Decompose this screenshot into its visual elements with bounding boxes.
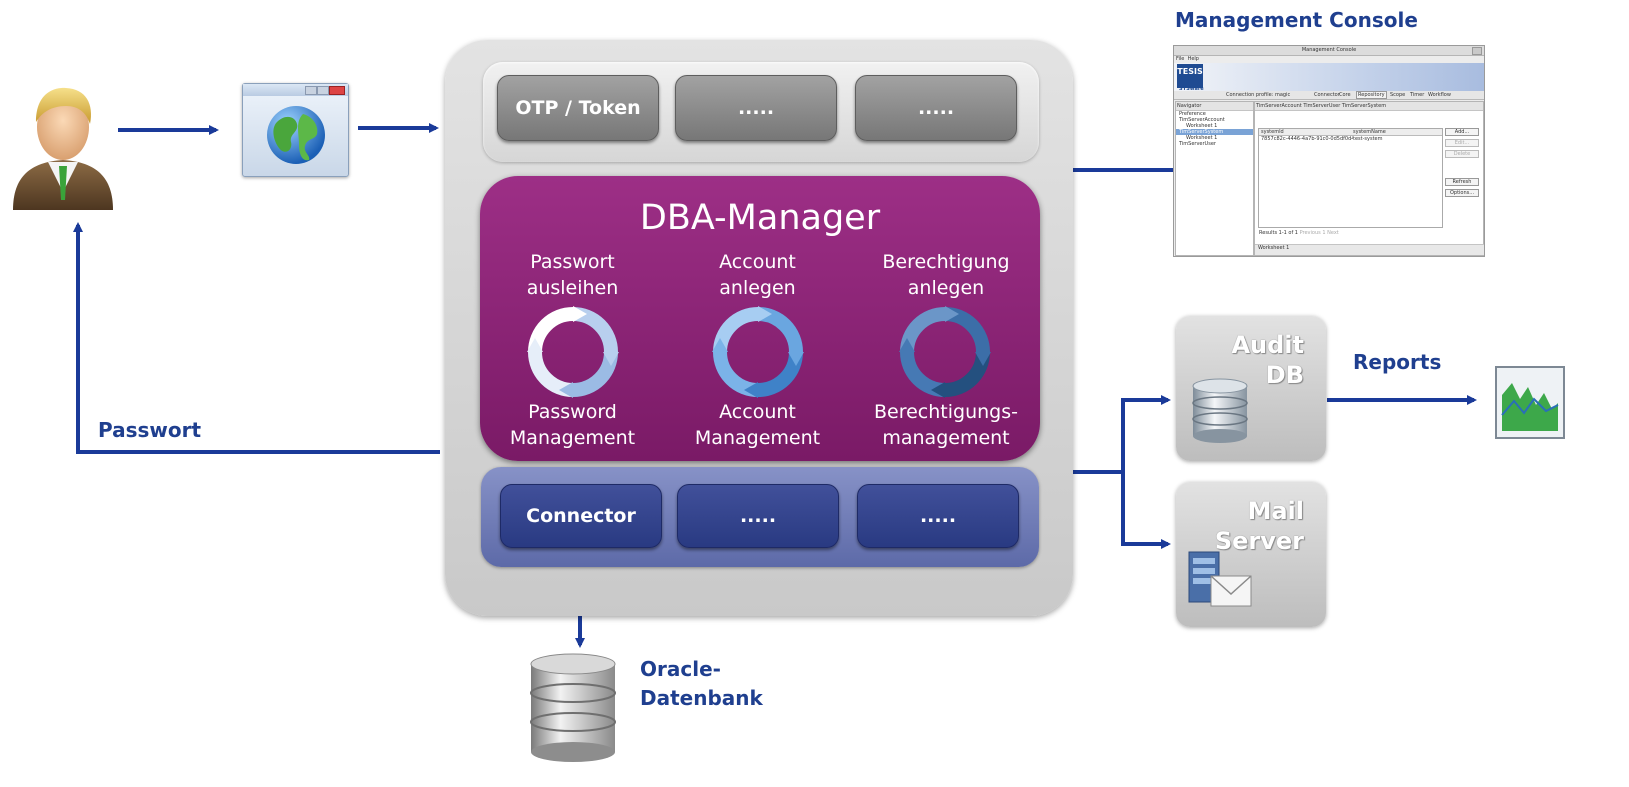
- menu-help[interactable]: Help: [1187, 56, 1199, 62]
- tree-item[interactable]: Preference: [1179, 111, 1206, 117]
- feature-bottom-line1: Password: [528, 401, 617, 423]
- reports-label: Reports: [1353, 350, 1442, 374]
- results-count: Results 1-1 of 1: [1259, 230, 1298, 236]
- refresh-button[interactable]: Refresh: [1445, 178, 1479, 186]
- menu-file[interactable]: File: [1176, 56, 1185, 62]
- table-cell: 7857c82c-4446-4a7b-91c0-0d5df0d42d: [1261, 136, 1353, 142]
- feature-top-line1: Berechtigung: [882, 251, 1010, 273]
- column-header[interactable]: systemId: [1261, 129, 1284, 135]
- feature-bottom-line2: Management: [509, 427, 636, 449]
- oracle-label: Oracle- Datenbank: [640, 655, 763, 713]
- user-icon: [13, 87, 113, 210]
- bottom-tab-bar: Worksheet 1: [1255, 244, 1484, 255]
- brand-name: TESIS: [1177, 67, 1203, 76]
- console-menu: File Help: [1176, 56, 1199, 62]
- tree-item[interactable]: Worksheet 1: [1186, 135, 1218, 141]
- tree-item[interactable]: Worksheet 1: [1186, 123, 1218, 129]
- auth-placeholder-box[interactable]: .....: [675, 75, 837, 141]
- profile-label: Connection profile: magic: [1226, 92, 1291, 98]
- connector-box[interactable]: Connector: [500, 484, 662, 548]
- auth-placeholder-box-2[interactable]: .....: [855, 75, 1017, 141]
- tesis-logo: TESIS: [1177, 64, 1203, 88]
- tree-item-selected[interactable]: TimServerSystem: [1176, 129, 1253, 135]
- feature-bottom-label: Berechtigungs- management: [860, 399, 1032, 451]
- cycle-icon: [527, 306, 619, 398]
- management-console-label: Management Console: [1175, 8, 1418, 32]
- feature-bottom-label: Account Management: [675, 399, 840, 451]
- dba-manager-title: DBA-Manager: [639, 198, 881, 238]
- feature-bottom-line1: Berechtigungs-: [874, 401, 1018, 423]
- tab-system[interactable]: TimServerSystem: [1341, 103, 1387, 109]
- editor-panel: TimServerAccount TimServerUser TimServer…: [1254, 101, 1484, 256]
- tab-user[interactable]: TimServerUser: [1303, 103, 1341, 109]
- mail-server-line1: Mail: [1247, 497, 1304, 525]
- close-icon[interactable]: [1472, 47, 1482, 55]
- column-header[interactable]: systemName: [1353, 129, 1386, 135]
- delete-button[interactable]: Delete: [1445, 150, 1479, 158]
- audit-db-line1: Audit: [1231, 331, 1304, 359]
- add-button[interactable]: Add...: [1445, 128, 1479, 136]
- toolbar-repository[interactable]: Repository: [1356, 91, 1387, 99]
- tab-account[interactable]: TimServerAccount: [1256, 103, 1302, 109]
- mail-server-line2: Server: [1214, 527, 1304, 555]
- toolbar-connector[interactable]: Connector: [1314, 92, 1340, 98]
- editor-tabs: TimServerAccount TimServerUser TimServer…: [1255, 102, 1483, 111]
- connector-placeholder-box[interactable]: .....: [677, 484, 839, 548]
- toolbar-workflow[interactable]: Workflow: [1428, 92, 1451, 98]
- feature-top-label: Account anlegen: [675, 249, 840, 301]
- cycle-icon: [712, 306, 804, 398]
- feature-bottom-line2: management: [882, 427, 1010, 449]
- feature-top-label: Passwort ausleihen: [490, 249, 655, 301]
- options-button[interactable]: Options...: [1445, 189, 1479, 197]
- arrow-to-audit: [1121, 395, 1171, 472]
- passwort-label: Passwort: [98, 418, 202, 442]
- feature-top-line2: anlegen: [719, 277, 796, 299]
- chart-report-icon: [1495, 366, 1565, 439]
- connector-placeholder-box-2[interactable]: .....: [857, 484, 1019, 548]
- toolbar-timer[interactable]: Timer: [1410, 92, 1425, 98]
- console-banner: [1174, 63, 1484, 91]
- feature-top-line2: ausleihen: [526, 277, 619, 299]
- toolbar-core[interactable]: Core: [1339, 92, 1351, 98]
- arrow-passwort-return: [73, 222, 440, 454]
- navigator-panel: Navigator Preference TimServerAccount Wo…: [1175, 101, 1254, 256]
- feature-top-line1: Passwort: [530, 251, 615, 273]
- feature-top-line1: Account: [719, 251, 796, 273]
- console-titlebar: Management Console: [1174, 46, 1484, 56]
- worksheet-tab[interactable]: Worksheet 1: [1258, 245, 1290, 251]
- oracle-label-line1: Oracle-: [640, 657, 721, 681]
- cycle-icon: [899, 306, 991, 398]
- edit-button[interactable]: Edit...: [1445, 139, 1479, 147]
- otp-token-box[interactable]: OTP / Token: [497, 75, 659, 141]
- console-toolbar: Connection profile: magic Connector Core…: [1174, 91, 1484, 100]
- tree-item[interactable]: TimServerUser: [1179, 141, 1216, 147]
- browser-icon: [242, 83, 349, 177]
- audit-db-line2: DB: [1265, 361, 1304, 389]
- tree-item[interactable]: TimServerAccount: [1179, 117, 1225, 123]
- feature-bottom-line1: Account: [719, 401, 796, 423]
- arrow-to-mail: [1121, 472, 1171, 549]
- table-cell: test-system: [1353, 136, 1383, 142]
- results-table: systemId systemName 7857c82c-4446-4a7b-9…: [1258, 128, 1443, 228]
- oracle-label-line2: Datenbank: [640, 686, 763, 710]
- database-icon: [1192, 378, 1248, 443]
- database-icon: [530, 653, 616, 762]
- audit-db-label: Audit DB: [1176, 330, 1304, 390]
- feature-bottom-line2: Management: [694, 427, 821, 449]
- results-footer: Results 1-1 of 1 Previous 1 Next: [1259, 230, 1339, 236]
- table-header: systemId systemName: [1259, 129, 1442, 136]
- management-console-window: Management Console File Help TESIS SYSwa…: [1173, 45, 1485, 257]
- feature-top-line2: anlegen: [907, 277, 985, 299]
- table-row[interactable]: 7857c82c-4446-4a7b-91c0-0d5df0d42d test-…: [1259, 136, 1442, 142]
- navigator-title: Navigator: [1176, 102, 1253, 111]
- brand-sub: SYSware: [1179, 86, 1204, 92]
- feature-bottom-label: Password Management: [490, 399, 655, 451]
- mail-server-label: Mail Server: [1176, 496, 1304, 556]
- toolbar-scope[interactable]: Scope: [1390, 92, 1406, 98]
- pager[interactable]: Previous 1 Next: [1299, 230, 1339, 236]
- feature-top-label: Berechtigung anlegen: [860, 249, 1032, 301]
- mail-server-icon: [1188, 551, 1252, 607]
- side-button-column: Add... Edit... Delete Refresh Options...: [1445, 128, 1479, 197]
